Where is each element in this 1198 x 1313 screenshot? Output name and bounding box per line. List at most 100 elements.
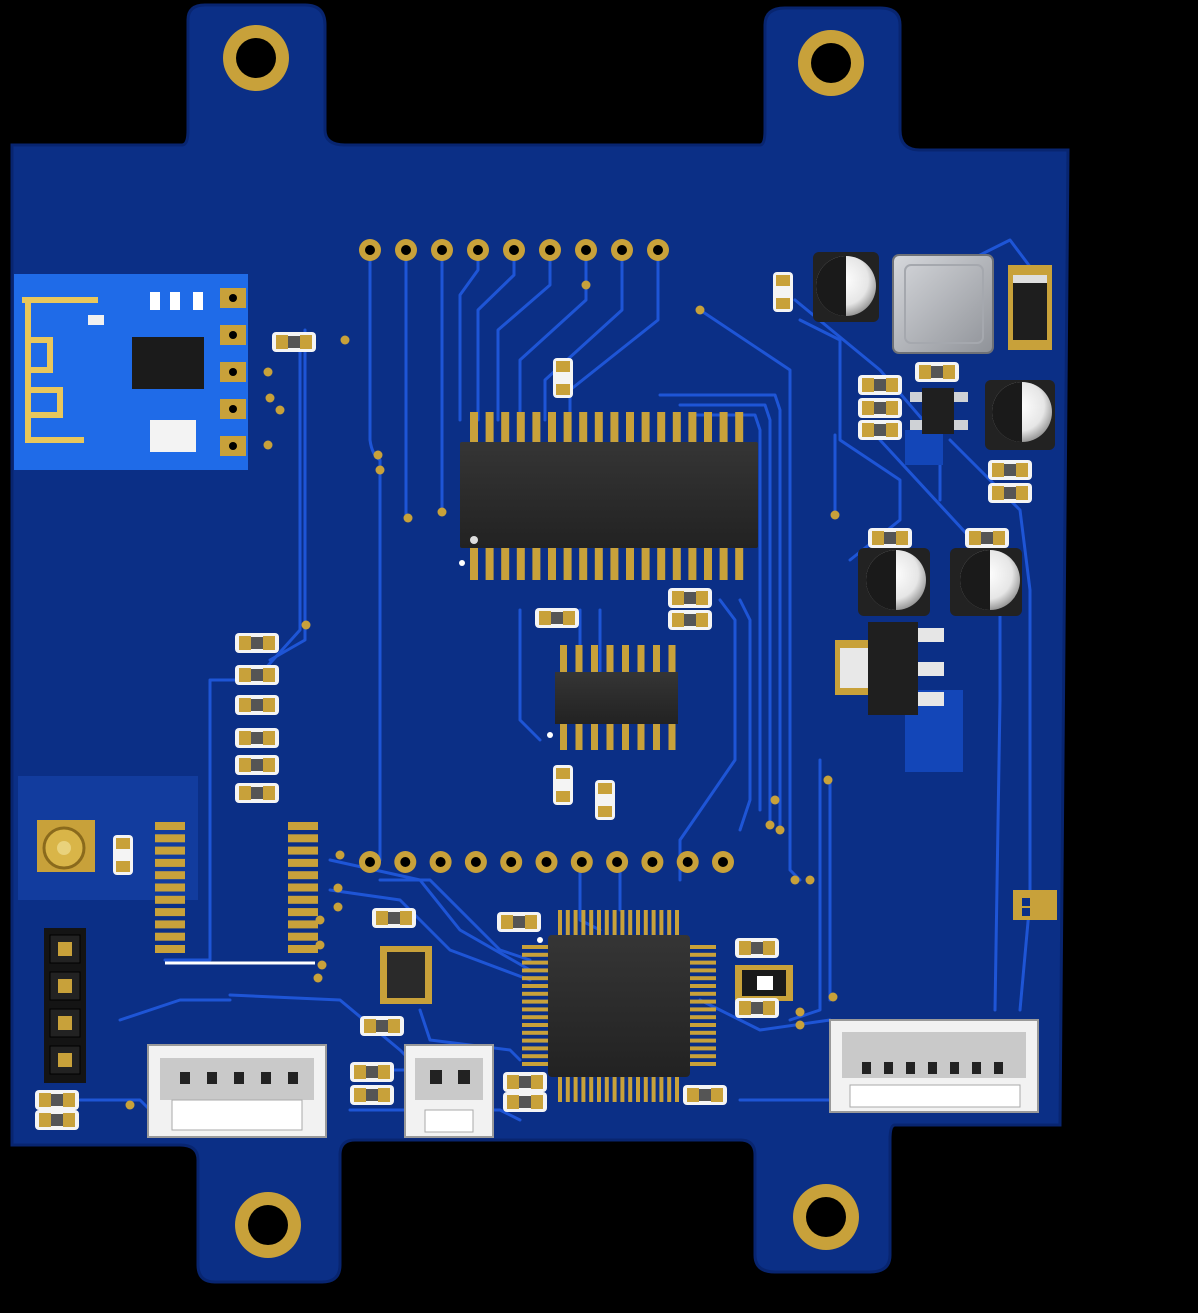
resistor-body <box>251 699 263 711</box>
chip-pin <box>689 999 716 1004</box>
resistor-terminal <box>263 668 275 682</box>
resistor-body <box>288 336 300 348</box>
module-pad <box>288 895 318 904</box>
chip-pin <box>591 722 598 750</box>
chip-pin <box>573 1076 578 1102</box>
mounting-hole-icon <box>223 25 289 91</box>
capacitor-terminal <box>598 806 612 817</box>
module-pad <box>155 932 185 941</box>
chip-pin <box>668 722 676 750</box>
resistor-terminal <box>378 1088 390 1102</box>
pad-hole <box>229 442 237 450</box>
module-pad <box>288 822 318 830</box>
resistor-terminal <box>919 365 931 379</box>
resistor-body <box>51 1114 63 1126</box>
pad-hole <box>509 245 519 255</box>
capacitor-icon <box>985 380 1055 450</box>
chip-pin <box>485 412 494 444</box>
chip-pin <box>672 546 681 580</box>
chip-pin <box>485 546 494 580</box>
chip-pin <box>688 546 697 580</box>
capacitor-icon <box>813 252 879 322</box>
chip-pin <box>651 910 656 936</box>
via-icon <box>695 305 705 315</box>
chip-pin <box>516 546 525 580</box>
pad-hole <box>541 857 552 867</box>
capacitor-terminal <box>776 298 790 309</box>
capacitor-terminal <box>556 768 570 779</box>
chip-pin <box>689 1046 716 1051</box>
resistor-body <box>366 1089 378 1101</box>
chip-pin <box>610 412 619 444</box>
resistor-body <box>684 614 696 626</box>
pad-hole <box>470 857 481 867</box>
resistor-terminal <box>687 1088 699 1102</box>
resistor-terminal <box>239 758 251 772</box>
pad-hole <box>682 857 693 867</box>
rf-module <box>37 820 318 965</box>
chip-pin <box>689 952 716 957</box>
resistor-body <box>376 1020 388 1032</box>
via-icon <box>333 902 343 912</box>
mounting-hole-icon <box>798 30 864 96</box>
resistor-body <box>874 402 886 414</box>
resistor-body <box>551 612 563 624</box>
chip-pin <box>689 1030 716 1035</box>
chip-pin <box>565 910 570 936</box>
module-pad <box>288 945 318 953</box>
resistor-body <box>388 912 400 924</box>
chip-pin <box>657 546 666 580</box>
resistor-terminal <box>696 591 708 605</box>
connector-pin <box>862 1062 871 1074</box>
capacitor-terminal <box>116 861 130 872</box>
smd-passives <box>35 272 1032 1130</box>
module-pad <box>155 895 185 904</box>
chip-pin <box>719 412 728 444</box>
chip-pin <box>636 1076 640 1102</box>
chip-pin <box>689 945 716 949</box>
resistor-terminal <box>992 463 1004 477</box>
resistor-terminal <box>354 1065 366 1079</box>
resistor-body <box>51 1094 63 1106</box>
capacitor-terminal <box>556 384 570 395</box>
chip-pin <box>637 722 645 750</box>
resistor-body <box>513 916 525 928</box>
resistor-terminal <box>763 1001 775 1015</box>
header-pin <box>58 1053 72 1067</box>
chip-pin <box>522 968 549 973</box>
via-icon <box>125 1100 135 1110</box>
capacitor-terminal <box>776 275 790 286</box>
resistor-terminal <box>63 1093 75 1107</box>
chip-pin <box>689 984 716 988</box>
resistor-terminal <box>239 698 251 712</box>
resistor-terminal <box>531 1095 543 1109</box>
antenna-trace-icon <box>22 297 98 443</box>
chip-pin <box>689 1015 716 1020</box>
ic-chip-icon <box>910 388 968 434</box>
pad-hole <box>365 857 375 867</box>
chip-pin <box>689 1062 716 1066</box>
chip-pin <box>522 1023 549 1027</box>
via-icon <box>335 850 345 860</box>
chip-pin <box>522 952 549 957</box>
via-icon <box>403 513 413 523</box>
resistor-terminal <box>507 1095 519 1109</box>
resistor-terminal <box>354 1088 366 1102</box>
via-icon <box>263 440 273 450</box>
chip-pin <box>522 976 549 981</box>
chip-pin <box>689 976 716 981</box>
chip-pin <box>659 1076 664 1102</box>
header-pin-socket <box>49 1045 81 1075</box>
via-icon <box>770 795 780 805</box>
resistor-body <box>1004 487 1016 499</box>
chip-pin <box>735 412 744 444</box>
module-pad <box>155 883 185 892</box>
chip-pin <box>606 722 614 750</box>
chip-pin <box>689 1023 716 1027</box>
pad-hole <box>545 245 555 255</box>
resistor-terminal <box>886 401 898 415</box>
chip-pin <box>594 546 603 580</box>
pad-hole <box>400 857 411 867</box>
chip-pin <box>653 645 660 673</box>
